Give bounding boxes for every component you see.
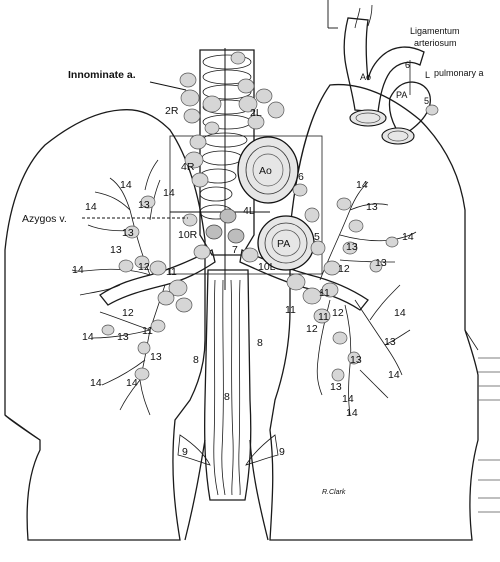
inset-6: 6	[405, 60, 410, 70]
station-l-13-c: 13	[375, 257, 387, 269]
station-9-b: 9	[279, 446, 285, 458]
right-ligament	[177, 434, 211, 466]
callout-innominate: Innominate a.	[68, 69, 136, 81]
station-l-14-d: 14	[388, 369, 400, 381]
station-8-b: 8	[257, 337, 263, 349]
right-main-bronchus	[99, 249, 216, 306]
left-lung-fissure	[464, 329, 479, 351]
station-9-a: 9	[182, 446, 188, 458]
aortic-arch	[237, 136, 299, 204]
trachea-rings	[199, 54, 252, 220]
station-2R: 2R	[165, 105, 179, 117]
station-r-14-a: 14	[120, 179, 132, 191]
station-10R: 10R	[178, 229, 198, 241]
inset-ao: Ao	[360, 72, 371, 82]
station-l-14-e: 14	[342, 393, 354, 405]
station-r-14-g: 14	[126, 377, 138, 389]
station-6: 6	[298, 171, 304, 183]
station-8-a: 8	[193, 354, 199, 366]
artist-signature: R.Clark	[322, 489, 346, 496]
station-l-14-b: 14	[402, 231, 414, 243]
station-r-14-c: 14	[85, 201, 97, 213]
station-l-13-f: 13	[330, 381, 342, 393]
station-l-13-b: 13	[346, 241, 358, 253]
left-crus	[249, 439, 269, 541]
station-2L: 2L	[250, 107, 262, 119]
station-l-14-a: 14	[356, 179, 368, 191]
right-crus	[184, 439, 206, 541]
inset-panel	[327, 0, 439, 145]
station-8-c: 8	[224, 391, 230, 403]
mediastinal-box	[169, 135, 323, 275]
station-r-13-b: 13	[122, 227, 134, 239]
station-l-12-c: 12	[306, 323, 318, 335]
station-l-13-d: 13	[384, 336, 396, 348]
station-l-13-a: 13	[366, 201, 378, 213]
station-r-14-b: 14	[163, 187, 175, 199]
callout-azygos: Azygos v.	[22, 213, 67, 225]
station-l-13-e: 13	[350, 354, 362, 366]
station-r-13-a: 13	[138, 199, 150, 211]
innominate-leader	[149, 81, 187, 91]
inset-pa: PA	[396, 90, 407, 100]
inset-5: 5	[424, 96, 429, 106]
station-r-12-a: 12	[138, 261, 150, 273]
left-lung-outline	[269, 83, 479, 541]
station-l-14-c: 14	[394, 307, 406, 319]
lymph-nodes-upper	[179, 51, 285, 188]
ruled-lines	[478, 357, 500, 513]
lymph-nodes-right-hilar	[101, 195, 193, 381]
inset-ligamentum-2: arteriosum	[414, 38, 457, 48]
station-r-12-b: 12	[122, 307, 134, 319]
station-r-14-f: 14	[90, 377, 102, 389]
station-7: 7	[232, 244, 238, 256]
station-l-12-a: 12	[338, 263, 350, 275]
station-l-14-f: 14	[346, 407, 358, 419]
station-l-12-b: 12	[332, 307, 344, 319]
label-pa: PA	[277, 238, 290, 250]
station-4L: 4L	[243, 205, 255, 217]
station-5: 5	[314, 231, 320, 243]
station-r-13-c: 13	[110, 244, 122, 256]
station-r-11-a: 11	[166, 266, 177, 278]
station-r-14-e: 14	[82, 331, 94, 343]
lymph-nodes-left-hilar	[286, 197, 399, 382]
station-r-11-b: 11	[142, 325, 153, 337]
right-lung-fissure	[4, 414, 41, 441]
lymph-nodes-subcarinal	[182, 183, 326, 263]
inset-ligamentum-1: Ligamentum	[410, 26, 460, 36]
esophagus-texture	[213, 279, 241, 496]
station-r-13-e: 13	[150, 351, 162, 363]
station-l-11-b: 11	[285, 304, 296, 316]
inset-pulmonary: pulmonary a	[434, 68, 484, 78]
station-10L: 10L	[258, 261, 276, 273]
label-ao: Ao	[259, 165, 272, 177]
station-r-13-d: 13	[117, 331, 129, 343]
inset-l: L	[425, 70, 430, 80]
station-4R: 4R	[181, 161, 195, 173]
station-l-11-a: 11	[319, 287, 330, 299]
station-r-14-d: 14	[72, 264, 84, 276]
esophagus	[204, 269, 252, 501]
left-ligament	[245, 434, 279, 466]
right-lung-outline	[4, 109, 206, 541]
station-l-11-c: 11	[318, 311, 329, 323]
